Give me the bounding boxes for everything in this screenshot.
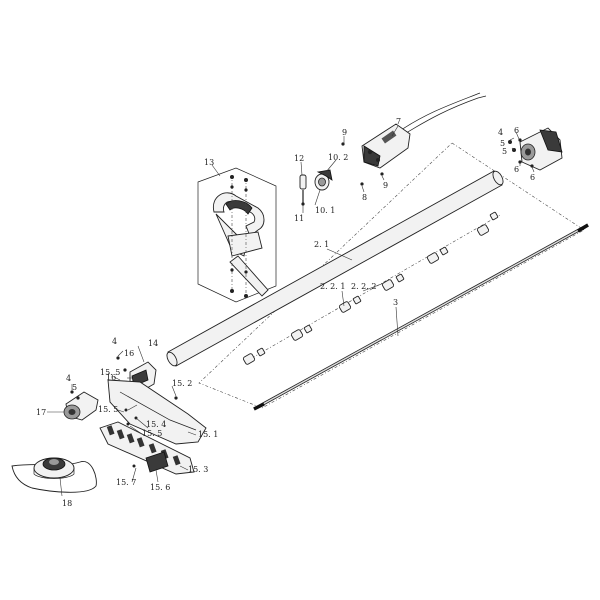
- callout-5-coupling: 5: [500, 139, 505, 148]
- callout-15-5-mid: 15. 5: [98, 405, 118, 414]
- callout-12: 12: [294, 154, 304, 163]
- engine-coupling: [508, 127, 563, 171]
- callout-9-top: 9: [342, 128, 347, 137]
- gear-head: [63, 390, 99, 421]
- callout-4-guard: 4: [112, 337, 117, 346]
- callout-10-1: 10. 1: [315, 206, 335, 215]
- callout-15-3: 15. 3: [188, 465, 208, 474]
- callout-15-7: 15. 7: [116, 478, 136, 487]
- callout-15-5-lower: 15. 5: [142, 429, 162, 438]
- callout-5-gearhead: 5: [72, 383, 77, 392]
- callout-7: 7: [396, 117, 401, 126]
- callout-4-coupling: 4: [498, 128, 503, 137]
- callout-16-lower: 16: [106, 373, 116, 382]
- callout-15-1: 15. 1: [198, 430, 218, 439]
- callout-15-6: 15. 6: [150, 483, 170, 492]
- shaft-bushings: [242, 211, 501, 365]
- callout-13: 13: [204, 158, 214, 167]
- callout-6-mid: 6: [514, 165, 519, 174]
- callout-2-1: 2. 1: [314, 240, 329, 249]
- callout-15-4: 15. 4: [146, 420, 166, 429]
- callout-14: 14: [148, 339, 158, 348]
- callout-15-5-upper: 15. 5: [100, 368, 120, 377]
- throttle-housing: [341, 123, 411, 186]
- callout-5-coupling-low: 5: [502, 147, 507, 156]
- callout-6-top: 6: [514, 126, 519, 135]
- main-tube: [166, 170, 504, 367]
- handle-assembly: [197, 167, 277, 303]
- drive-shaft: [253, 223, 589, 411]
- callout-2-2-2: 2. 2. 2: [351, 282, 376, 291]
- callout-10-2: 10. 2: [328, 153, 348, 162]
- callout-8: 8: [362, 193, 367, 202]
- throttle-cable: [397, 95, 487, 139]
- grass-guard: [99, 379, 207, 475]
- callout-18: 18: [62, 499, 72, 508]
- callout-2-2-1: 2. 2. 1: [320, 282, 345, 291]
- assembly-outline: [198, 142, 585, 409]
- trigger-parts: [299, 169, 333, 206]
- callout-9-bottom: 9: [383, 181, 388, 190]
- callout-15-2: 15. 2: [172, 379, 192, 388]
- callout-16-upper: 16: [124, 349, 134, 358]
- trimmer-head: [11, 457, 97, 493]
- callout-6-bottom: 6: [530, 173, 535, 182]
- callout-labels: 2. 1 2. 2. 1 2. 2. 2 3 7 9 9 8 10. 1 10.…: [36, 117, 535, 508]
- callout-4-gearhead: 4: [66, 374, 71, 383]
- leader-lines: [47, 125, 535, 497]
- callout-3: 3: [393, 298, 398, 307]
- callout-17: 17: [36, 408, 46, 417]
- callout-11: 11: [294, 214, 304, 223]
